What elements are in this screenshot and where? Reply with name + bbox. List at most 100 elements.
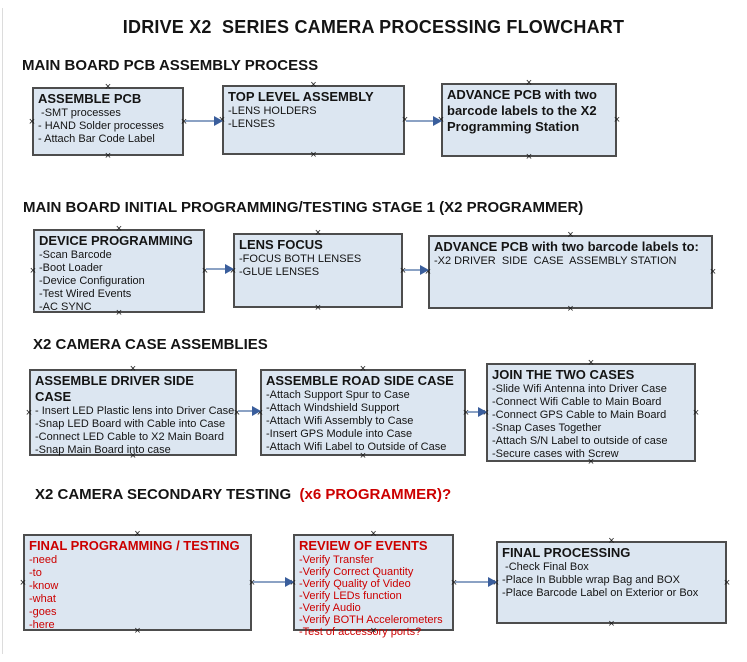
box-item: -Slide Wifi Antenna into Driver Case (492, 383, 667, 395)
connection-point-icon[interactable]: × (104, 81, 112, 93)
connection-point-icon[interactable]: × (723, 576, 731, 589)
connection-point-icon[interactable]: × (450, 576, 458, 589)
connection-point-icon[interactable]: × (29, 265, 37, 277)
connection-point-icon[interactable]: × (115, 307, 123, 319)
box-item: -Attach Windshield Support (266, 402, 400, 414)
flow-arrow (404, 265, 429, 275)
flow-box-review-of-events[interactable]: ×××× REVIEW OF EVENTS -Verify Transfer-V… (290, 529, 458, 639)
connection-point-icon[interactable]: × (248, 576, 256, 589)
flow-box-join-the-two-cases[interactable]: ×××× JOIN THE TWO CASES -Slide Wifi Ante… (483, 358, 700, 468)
connection-point-icon[interactable]: × (613, 114, 621, 126)
connection-point-icon[interactable]: × (567, 229, 574, 241)
connection-point-icon[interactable]: × (201, 265, 209, 277)
flow-box-assemble-pcb[interactable]: × × × × ASSEMBLE PCB -SMT processes- HAND S… (28, 82, 188, 162)
connection-point-icon[interactable]: × (310, 149, 317, 161)
connection-point-icon[interactable]: × (19, 576, 27, 589)
connection-point-icon[interactable]: × (399, 264, 407, 277)
box-item-list: -Slide Wifi Antenna into Driver Case-Con… (492, 383, 691, 461)
box-title: LENS FOCUS (239, 237, 323, 252)
flow-box-assemble-driver-side-case[interactable]: ×××× ASSEMBLE DRIVER SIDE CASE - Insert … (25, 364, 241, 462)
box-item: -Insert GPS Module into Case (266, 428, 413, 440)
connection-point-icon[interactable]: × (115, 223, 123, 235)
box-item: - Attach Bar Code Label (38, 133, 155, 145)
box-item: -Verify Quality of Video (299, 578, 411, 590)
box-title: FINAL PROCESSING (502, 545, 631, 560)
connection-point-icon[interactable]: × (370, 625, 377, 637)
box-item-list: -SMT processes- HAND Solder processes- A… (38, 107, 179, 146)
connection-point-icon[interactable]: × (692, 406, 700, 419)
flow-arrow (406, 116, 442, 126)
box-title: ASSEMBLE PCB (38, 91, 142, 106)
connection-point-icon[interactable]: × (567, 303, 574, 315)
box-item: -Device Configuration (39, 275, 145, 287)
box-item: -GLUE LENSES (239, 266, 320, 278)
connection-point-icon[interactable]: × (129, 450, 137, 462)
flow-arrow (253, 577, 294, 587)
connection-point-icon[interactable]: × (25, 406, 33, 419)
box-item: -Verify Transfer (299, 554, 374, 566)
flow-box-final-processing[interactable]: ×××× FINAL PROCESSING -Check Final Box-P… (493, 536, 731, 630)
connection-point-icon[interactable]: × (608, 535, 615, 547)
flow-box-device-programming[interactable]: ×××× DEVICE PROGRAMMING -Scan Barcode-Bo… (29, 224, 209, 319)
box-title: ASSEMBLE ROAD SIDE CASE (266, 373, 454, 388)
box-item: -Attach Wifi Label to Outside of Case (266, 441, 447, 453)
box-item: - HAND Solder processes (38, 120, 164, 132)
connection-point-icon[interactable]: × (462, 406, 470, 419)
box-item-list: -Verify Transfer-Verify Correct Quantity… (299, 554, 449, 638)
flow-arrow (238, 406, 261, 416)
connection-point-icon[interactable]: × (359, 363, 367, 375)
box-item: -Verify LEDs function (299, 590, 402, 602)
connection-point-icon[interactable]: × (709, 266, 717, 278)
flow-box-lens-focus[interactable]: ×××× LENS FOCUS -FOCUS BOTH LENSES-GLUE … (230, 228, 407, 314)
box-title: ADVANCE PCB with two barcode labels to: (434, 239, 699, 254)
flow-arrow (206, 264, 234, 274)
connection-point-icon[interactable]: × (310, 79, 317, 91)
connection-point-icon[interactable]: × (370, 528, 377, 540)
box-item: -Snap Cases Together (492, 422, 602, 434)
box-item: -FOCUS BOTH LENSES (239, 253, 362, 265)
box-item-list: -Check Final Box-Place In Bubble wrap Ba… (502, 561, 722, 600)
flow-box-advance-pcb-programming-station[interactable]: ×××× ADVANCE PCB with two barcode labels… (438, 78, 621, 163)
connection-point-icon[interactable]: × (314, 302, 322, 314)
box-item: -Snap LED Board with Cable into Case (35, 418, 226, 430)
section-heading-case-assemblies: X2 CAMERA CASE ASSEMBLIES (33, 336, 268, 353)
connection-point-icon[interactable]: × (314, 227, 322, 239)
box-item-list: -X2 DRIVER SIDE CASE ASSEMBLY STATION (434, 255, 708, 268)
connection-point-icon[interactable]: × (587, 357, 595, 369)
connection-point-icon[interactable]: × (104, 150, 112, 162)
box-item-list: -need-to-know-what-goes-here (29, 554, 247, 632)
box-item: -SMT processes (38, 107, 121, 119)
connection-point-icon[interactable]: × (525, 77, 533, 89)
box-item: -Connect LED Cable to X2 Main Board (35, 431, 224, 443)
box-item: - Insert LED Plastic lens into Driver Ca… (35, 405, 235, 417)
box-item: -goes (29, 606, 57, 618)
connection-point-icon[interactable]: × (233, 406, 241, 419)
box-item-list: -FOCUS BOTH LENSES-GLUE LENSES (239, 253, 398, 279)
box-item: -Verify Correct Quantity (299, 566, 414, 578)
flow-box-advance-pcb-driver-side-station[interactable]: ×××× ADVANCE PCB with two barcode labels… (425, 230, 717, 315)
box-item: -Place In Bubble wrap Bag and BOX (502, 574, 680, 586)
box-item: -Connect Wifi Cable to Main Board (492, 396, 662, 408)
box-item: -Scan Barcode (39, 249, 112, 261)
page-title: IDRIVE X2 SERIES CAMERA PROCESSING FLOWC… (122, 17, 625, 37)
connection-point-icon[interactable]: × (525, 151, 533, 163)
connection-point-icon[interactable]: × (134, 528, 141, 540)
connection-point-icon[interactable]: × (587, 456, 595, 468)
flow-box-assemble-road-side-case[interactable]: ×××× ASSEMBLE ROAD SIDE CASE -Attach Sup… (257, 364, 470, 462)
connection-point-icon[interactable]: × (359, 450, 367, 462)
box-item-list: -Attach Support Spur to Case-Attach Wind… (266, 389, 461, 454)
connection-point-icon[interactable]: × (129, 363, 137, 375)
box-item: -Attach Support Spur to Case (266, 389, 410, 401)
box-item: -to (29, 567, 42, 579)
connection-point-icon[interactable]: × (134, 625, 141, 637)
box-item: -Connect GPS Cable to Main Board (492, 409, 667, 421)
connection-point-icon[interactable]: × (28, 115, 36, 128)
flow-box-top-level-assembly[interactable]: ×××× TOP LEVEL ASSEMBLY -LENS HOLDERS-LE… (219, 80, 409, 161)
connection-point-icon[interactable]: × (608, 618, 615, 630)
box-title: DEVICE PROGRAMMING (39, 233, 193, 248)
connection-point-icon[interactable]: × (401, 114, 409, 126)
connection-point-icon[interactable]: × (180, 115, 188, 128)
flow-box-final-programming-testing[interactable]: ×××× FINAL PROGRAMMING / TESTING -need-t… (19, 529, 256, 637)
box-item: -Place Barcode Label on Exterior or Box (502, 587, 699, 599)
heading-red-part: (x6 PROGRAMMER)? (295, 486, 452, 503)
